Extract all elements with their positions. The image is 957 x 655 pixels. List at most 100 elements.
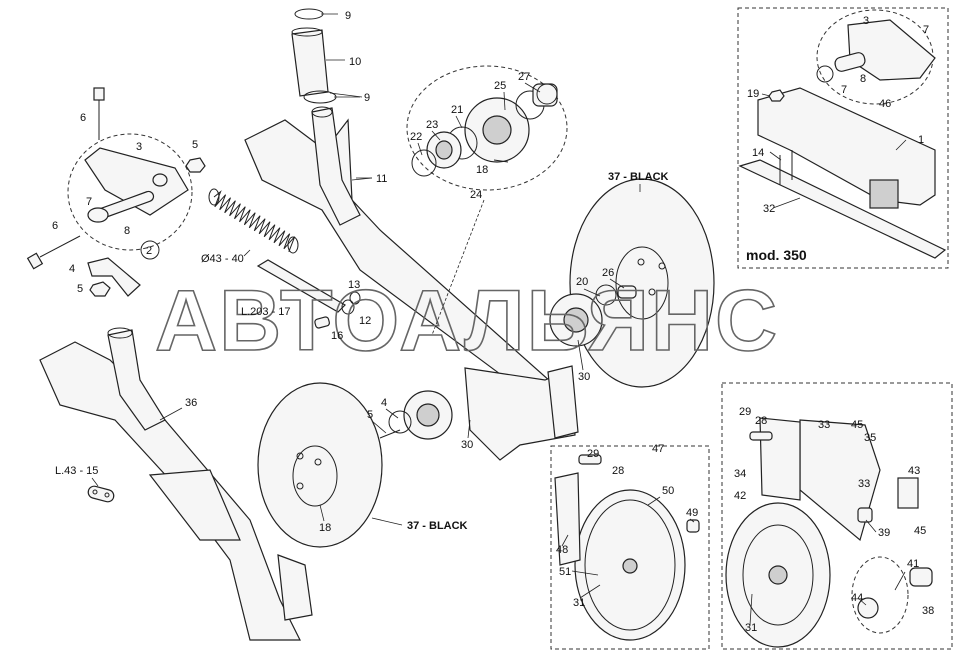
mod350-inset-frame (737, 7, 949, 269)
callout-31-gauge: 31 (573, 597, 585, 609)
callout-2: 2 (146, 245, 152, 257)
callout-7-mod350-left: 7 (841, 84, 847, 96)
callout-25: 25 (494, 80, 506, 92)
gauge-wheel-icon (554, 454, 700, 641)
leader-lines (91, 82, 907, 626)
callout-7-mod350-right: 7 (923, 24, 929, 36)
mod350-title: mod. 350 (746, 247, 807, 263)
link-plate-17-icon (256, 259, 346, 313)
link-plate-15-icon (87, 485, 115, 503)
callout-49: 49 (686, 507, 698, 519)
hub-assembly-top (549, 284, 637, 347)
callout-29-closing: 29 (739, 406, 751, 418)
nut-5-top-icon (185, 157, 206, 173)
callout-8-left: 8 (124, 225, 130, 237)
closing-wheel-icon (725, 417, 933, 648)
callout-51: 51 (559, 566, 571, 578)
callout-18-top: 18 (476, 164, 488, 176)
nut-5-lower-icon (89, 281, 111, 297)
callout-1: 1 (918, 134, 924, 146)
callout-47: 47 (652, 443, 664, 455)
callout-30-center: 30 (461, 439, 473, 451)
bolt-6-lower-icon (26, 235, 81, 270)
callout-9-top: 9 (345, 10, 351, 22)
callout-41: 41 (907, 558, 919, 570)
callout-13: 13 (348, 279, 360, 291)
callout-24: 24 (470, 189, 482, 201)
callout-4-center: 4 (381, 397, 387, 409)
callout-16: 16 (331, 330, 343, 342)
washer-13-icon (349, 291, 361, 305)
callout-spring: Ø43 - 40 (201, 253, 244, 265)
callout-45-top: 45 (851, 419, 863, 431)
callout-26: 26 (602, 267, 614, 279)
callout-12: 12 (359, 315, 371, 327)
callout-l203: L.203 - 17 (241, 306, 291, 318)
callout-50: 50 (662, 485, 674, 497)
callout-34: 34 (734, 468, 746, 480)
callout-20: 20 (576, 276, 588, 288)
callout-37-black-top: 37 - BLACK (608, 171, 669, 183)
callout-45-bottom: 45 (914, 525, 926, 537)
callout-42: 42 (734, 490, 746, 502)
callout-14: 14 (752, 147, 764, 159)
callout-46: 46 (879, 98, 891, 110)
scraper-icon (464, 365, 579, 461)
callout-9-lower: 9 (364, 92, 370, 104)
callout-31-closing: 31 (745, 622, 757, 634)
callout-29-gauge: 29 (587, 448, 599, 460)
callout-7-left: 7 (86, 196, 92, 208)
spring-icon (208, 188, 299, 257)
retaining-ring-lower-icon (303, 90, 360, 104)
detail-circle-2 (67, 133, 193, 260)
callout-27: 27 (518, 71, 530, 83)
callout-48: 48 (556, 544, 568, 556)
opener-disc-bottom (257, 382, 383, 548)
watermark-text: АВТОАЛЬЯНС (155, 273, 779, 369)
bushing-16-icon (314, 316, 330, 329)
callout-28-gauge: 28 (612, 465, 624, 477)
callout-30-right: 30 (578, 371, 590, 383)
opener-disc-top (569, 178, 715, 388)
callout-39: 39 (878, 527, 890, 539)
retaining-ring-top-icon (294, 8, 338, 20)
bracket-4-icon (87, 257, 141, 297)
callout-3-mod350: 3 (863, 15, 869, 27)
callout-5-lower: 5 (77, 283, 83, 295)
callout-8-mod350: 8 (860, 73, 866, 85)
callout-5-top: 5 (192, 139, 198, 151)
hub-detail-circle (406, 65, 568, 191)
callout-3-left: 3 (136, 141, 142, 153)
gauge-wheel-inset-frame (550, 445, 710, 650)
callout-21: 21 (451, 104, 463, 116)
callout-44: 44 (851, 592, 863, 604)
hub-assembly-bottom (379, 390, 453, 440)
callout-5-center: 5 (367, 409, 373, 421)
mod350-frame-assembly (738, 9, 947, 259)
callout-23: 23 (426, 119, 438, 131)
callout-35: 35 (864, 432, 876, 444)
callout-l43: L.43 - 15 (55, 465, 98, 477)
callout-32: 32 (763, 203, 775, 215)
callout-10: 10 (349, 56, 361, 68)
closing-wheel-inset-frame (721, 382, 953, 650)
lower-arm-icon (39, 327, 313, 641)
callout-6-lower: 6 (52, 220, 58, 232)
washer-12-icon (341, 299, 355, 315)
callout-37-black-bottom: 37 - BLACK (407, 520, 468, 532)
callout-43: 43 (908, 465, 920, 477)
upper-arm-icon (244, 106, 562, 401)
callout-38: 38 (922, 605, 934, 617)
callout-4-left: 4 (69, 263, 75, 275)
sleeve-tube-icon (291, 27, 345, 97)
callout-22: 22 (410, 131, 422, 143)
callout-labels: 9 10 9 11 6 3 5 7 8 2 6 4 5 Ø43 - 40 L.2… (52, 10, 934, 634)
callout-33-bottom: 33 (858, 478, 870, 490)
callout-18-bottom: 18 (319, 522, 331, 534)
callout-19: 19 (747, 88, 759, 100)
callout-11: 11 (376, 173, 387, 185)
callout-28-closing: 28 (755, 415, 767, 427)
callout-6-top: 6 (80, 112, 86, 124)
callout-36: 36 (185, 397, 197, 409)
